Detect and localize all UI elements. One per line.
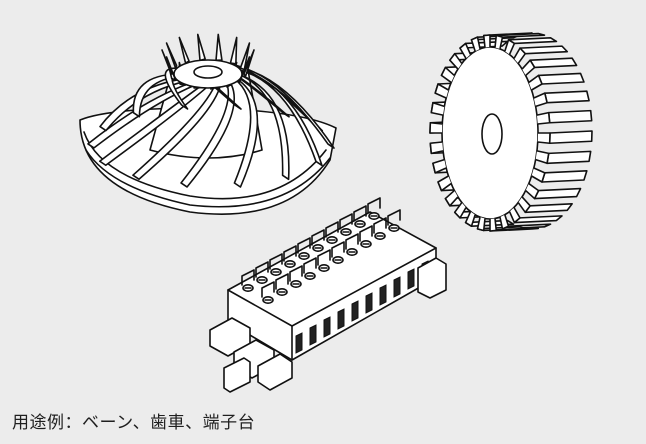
usage-caption: 用途例：ベーン、歯車、端子台 — [12, 413, 256, 433]
terminal-partition — [269, 253, 283, 270]
impeller-blade-tip — [178, 36, 190, 64]
gear-tooth-face — [507, 36, 558, 45]
terminal-partition — [311, 229, 325, 246]
gear-tooth — [504, 38, 516, 55]
gear-tooth — [430, 101, 445, 116]
terminal-partition — [339, 213, 353, 230]
gear-tooth — [482, 34, 491, 48]
gear-tooth — [429, 141, 444, 155]
gear-tooth — [531, 167, 546, 183]
gear-tooth-face — [546, 150, 592, 165]
terminal-partition — [255, 261, 269, 278]
terminal-block-illustration — [209, 197, 447, 393]
terminal-slot — [365, 292, 373, 314]
gear-tooth — [459, 42, 472, 59]
terminal-partition — [387, 209, 401, 226]
terminal-slot — [337, 308, 345, 330]
gear-tooth — [434, 83, 449, 99]
gear-tooth — [429, 121, 443, 134]
terminal-partition — [359, 225, 373, 242]
terminal-slot — [309, 324, 317, 346]
gear-tooth-face — [529, 57, 578, 69]
terminal-partition — [275, 273, 289, 290]
gear-tooth — [533, 92, 548, 108]
gear-tooth — [489, 218, 498, 232]
impeller-blade-tip — [161, 49, 173, 75]
gear-tooth — [521, 59, 536, 77]
gear-tooth-face — [524, 203, 573, 214]
terminal-partition — [289, 265, 303, 282]
gear-illustration — [429, 32, 593, 232]
gear-tooth — [494, 34, 504, 50]
gear-tooth-face — [547, 109, 593, 124]
gear-tooth — [476, 216, 486, 232]
impeller-blade — [87, 82, 196, 149]
terminal-partition — [325, 221, 339, 238]
gear-tooth — [537, 132, 551, 145]
terminal-slot — [351, 300, 359, 322]
impeller-blade — [237, 73, 290, 181]
impeller-blade — [132, 84, 221, 181]
impeller-blade — [225, 63, 335, 149]
impeller-vane-illustration — [79, 33, 337, 215]
terminal-partition — [241, 269, 255, 286]
gear-tooth — [464, 211, 476, 228]
terminal-partition — [283, 245, 297, 262]
impeller-blade-tip — [196, 33, 206, 62]
gear-tooth — [449, 52, 463, 70]
gear-tooth-face — [533, 187, 582, 200]
gear-tooth — [508, 207, 521, 224]
impeller-blade-tip — [215, 33, 223, 62]
product-illustration — [79, 32, 593, 393]
terminal-slot — [379, 284, 387, 306]
terminal-partition — [345, 233, 359, 250]
gear-tooth — [440, 66, 455, 84]
terminal-slot — [323, 316, 331, 338]
gear-tooth — [432, 158, 447, 174]
gear-tooth — [528, 74, 543, 91]
terminal-partition — [317, 249, 331, 266]
impeller-blade-tip — [243, 49, 255, 78]
terminal-slot — [393, 276, 401, 298]
impeller-blade-tip — [165, 42, 178, 69]
gear-tooth-face — [544, 90, 590, 104]
impeller-blade-tip — [239, 42, 251, 71]
terminal-slot — [295, 332, 303, 354]
terminal-partition — [373, 217, 387, 234]
impeller-blade — [233, 78, 259, 188]
gear-tooth — [499, 214, 510, 230]
gear-tooth — [437, 175, 452, 192]
terminal-partition — [303, 257, 317, 274]
terminal-slot — [407, 268, 415, 290]
gear-tooth — [536, 111, 551, 125]
gear-tooth-face — [541, 170, 588, 183]
terminal-partition — [353, 205, 367, 222]
impeller-blade — [98, 84, 208, 167]
gear-tooth — [517, 196, 531, 214]
gear-tooth — [525, 182, 540, 200]
gear-tooth — [453, 202, 467, 219]
gear-tooth — [513, 47, 527, 64]
terminal-partition — [297, 237, 311, 254]
gear-tooth-face — [513, 215, 563, 224]
terminal-partition — [261, 281, 275, 298]
impeller-blade-tip — [229, 36, 238, 65]
gear-tooth-face — [537, 72, 585, 85]
gear-tooth — [470, 36, 481, 52]
gear-tooth-face — [548, 130, 593, 145]
gear-tooth — [444, 189, 459, 207]
gear-tooth-face — [519, 45, 569, 55]
terminal-partition — [331, 241, 345, 258]
gear-tooth — [535, 150, 550, 165]
impeller-blade — [234, 67, 323, 167]
terminal-partition — [367, 197, 381, 214]
